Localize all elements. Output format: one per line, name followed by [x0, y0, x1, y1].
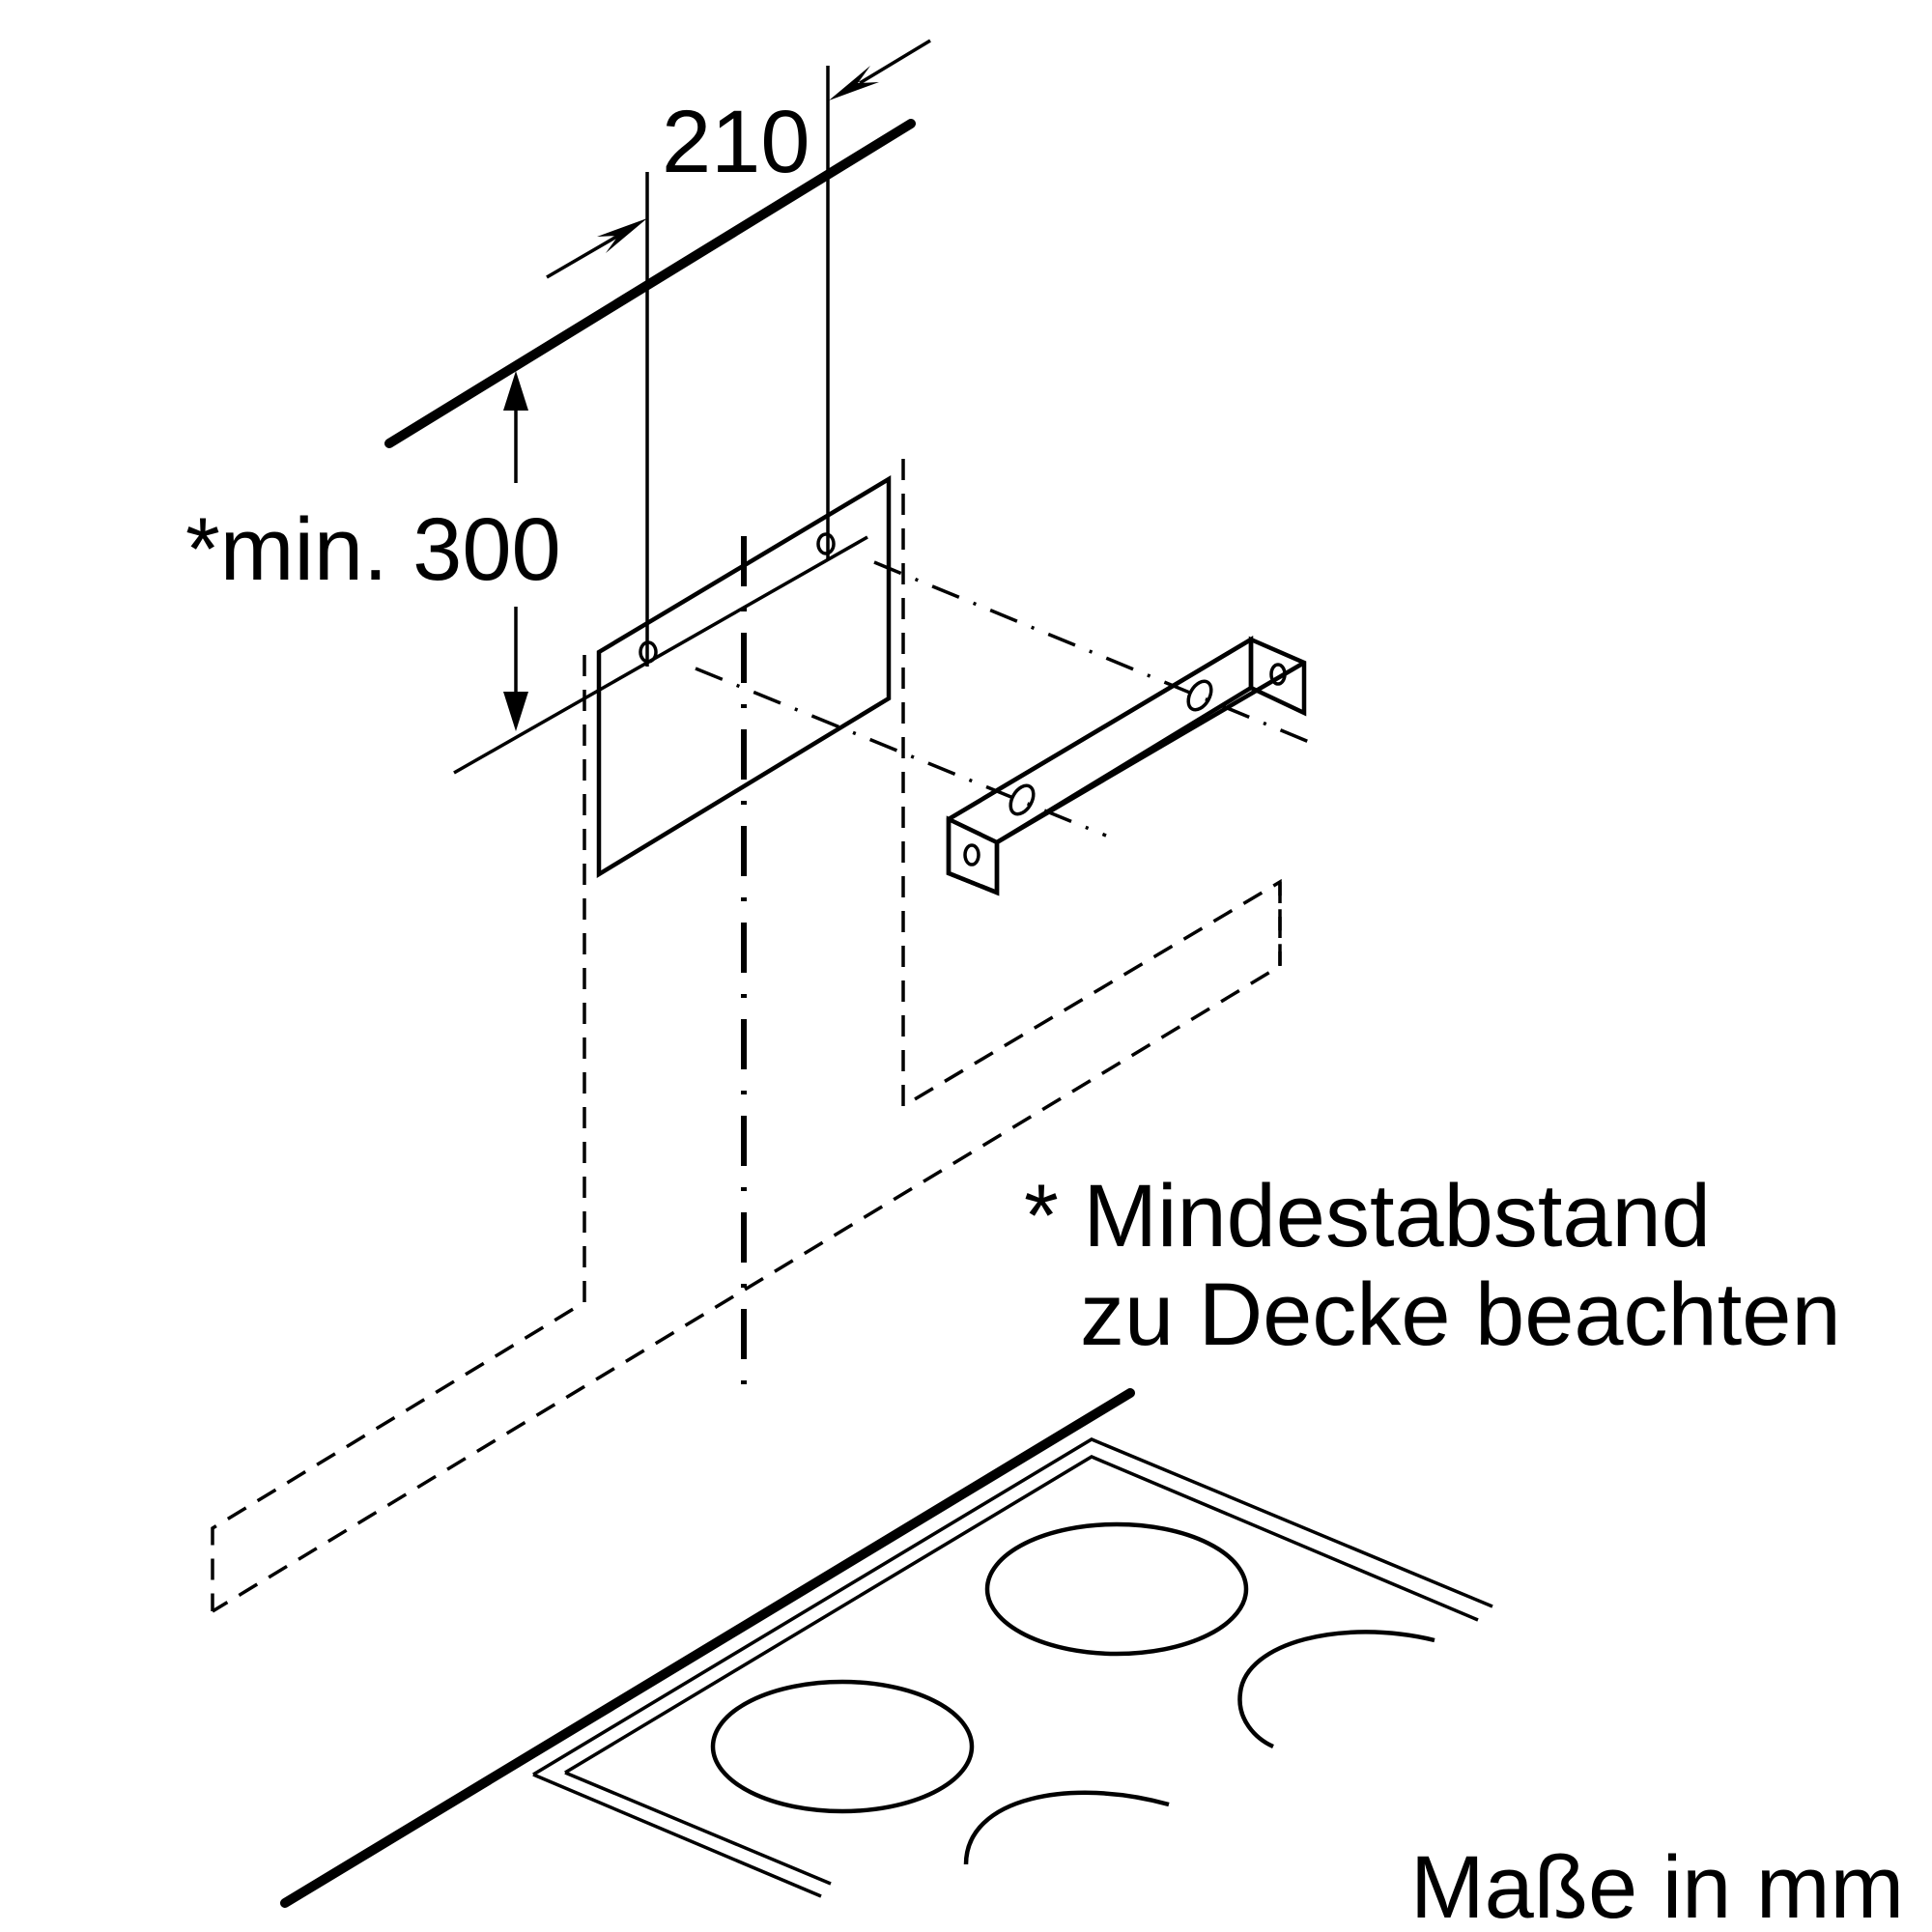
bracket-slot-left	[1009, 783, 1036, 816]
dimension-width-label: 210	[662, 93, 810, 191]
cooktop-front-edge-outer	[532, 1773, 822, 1898]
cooktop-outline-inner	[564, 1455, 1479, 1775]
note-line-2: zu Decke beachten	[1080, 1265, 1841, 1364]
alignment-line-right	[873, 560, 1315, 746]
dimension-arrow-right-line	[859, 39, 931, 85]
units-label: Maße in mm	[1410, 1838, 1904, 1932]
support-bracket	[946, 636, 1254, 896]
burner-back-left	[984, 1521, 1249, 1657]
bracket-end-left	[946, 815, 1000, 896]
bracket-hole-right	[1269, 663, 1287, 686]
mounting-plate	[596, 475, 892, 878]
hood-outline-left	[211, 655, 586, 1611]
dimension-arrow-left-line	[546, 234, 619, 279]
screw-hole-right	[816, 532, 836, 555]
bracket-hole-left	[963, 843, 980, 867]
alignment-line-left	[695, 667, 1107, 838]
countertop-edge	[280, 1388, 1135, 1908]
burner-front-left	[710, 1679, 975, 1814]
bracket-top-edge-back	[995, 661, 1306, 844]
cooktop-front-edge-inner	[564, 1771, 832, 1886]
burner-back-right	[1237, 1630, 1435, 1749]
bracket-slot-right	[1186, 679, 1213, 712]
cooktop-outline-outer	[532, 1437, 1493, 1776]
burner-front-right	[963, 1790, 1170, 1865]
screw-hole-left	[639, 640, 658, 664]
bracket-end-right	[1248, 636, 1307, 717]
dimension-arrow-left-head	[597, 218, 647, 253]
dimension-arrow-right-head	[829, 66, 879, 100]
height-reference-line	[453, 535, 868, 775]
height-arrow-bottom-head	[503, 692, 528, 731]
ceiling-line	[384, 119, 916, 448]
note-line-1: * Mindestabstand	[1024, 1167, 1711, 1265]
dimension-height-label: *min. 300	[185, 500, 561, 599]
bracket-top-edge	[947, 638, 1253, 821]
height-arrow-top-head	[503, 371, 528, 411]
